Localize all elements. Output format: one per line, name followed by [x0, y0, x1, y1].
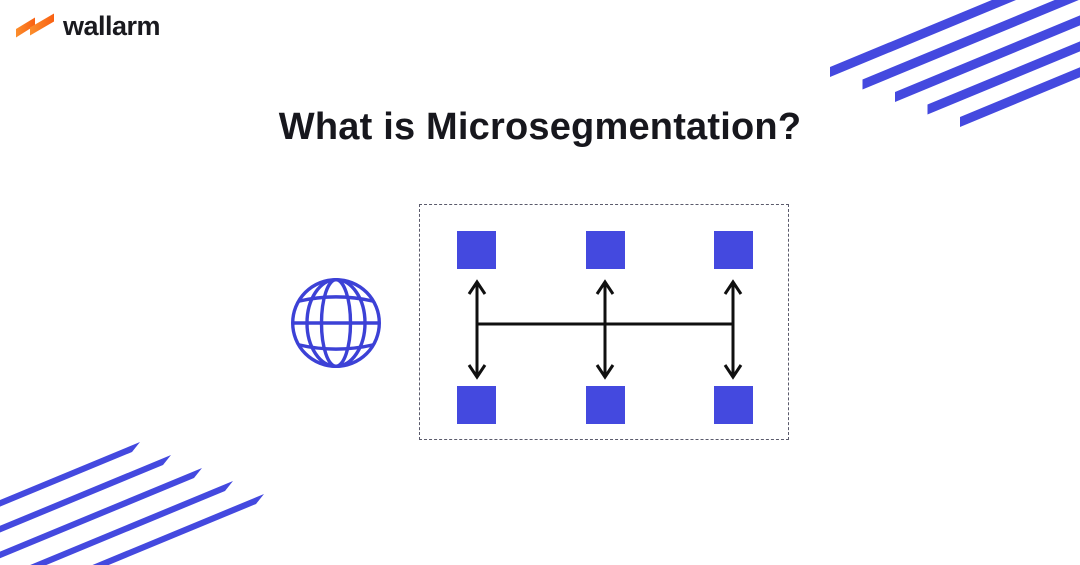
segment-links [467, 279, 743, 380]
segment-top-row [457, 231, 753, 269]
arrowhead-up-icon [595, 279, 615, 295]
brand-name: wallarm [63, 10, 161, 41]
network-segment-box [419, 204, 789, 440]
segment-node [714, 231, 753, 269]
segment-node [585, 231, 625, 269]
decor-stripes-bottom-left [0, 442, 264, 565]
arrowhead-down-icon [595, 364, 615, 380]
segment-node [457, 231, 496, 269]
segment-node [585, 386, 625, 424]
arrowhead-up-icon [467, 279, 487, 295]
decor-stripes-top-right [830, 0, 1080, 127]
arrowhead-down-icon [467, 364, 487, 380]
page-title: What is Microsegmentation? [278, 106, 802, 148]
wallarm-logo-icon [16, 13, 54, 38]
wallarm-logo: wallarm [14, 10, 161, 44]
arrowhead-down-icon [723, 364, 743, 380]
segment-node [714, 386, 753, 424]
globe-icon [291, 278, 381, 368]
arrowhead-up-icon [723, 279, 743, 295]
segment-node [457, 386, 496, 424]
segment-bottom-row [457, 386, 753, 424]
